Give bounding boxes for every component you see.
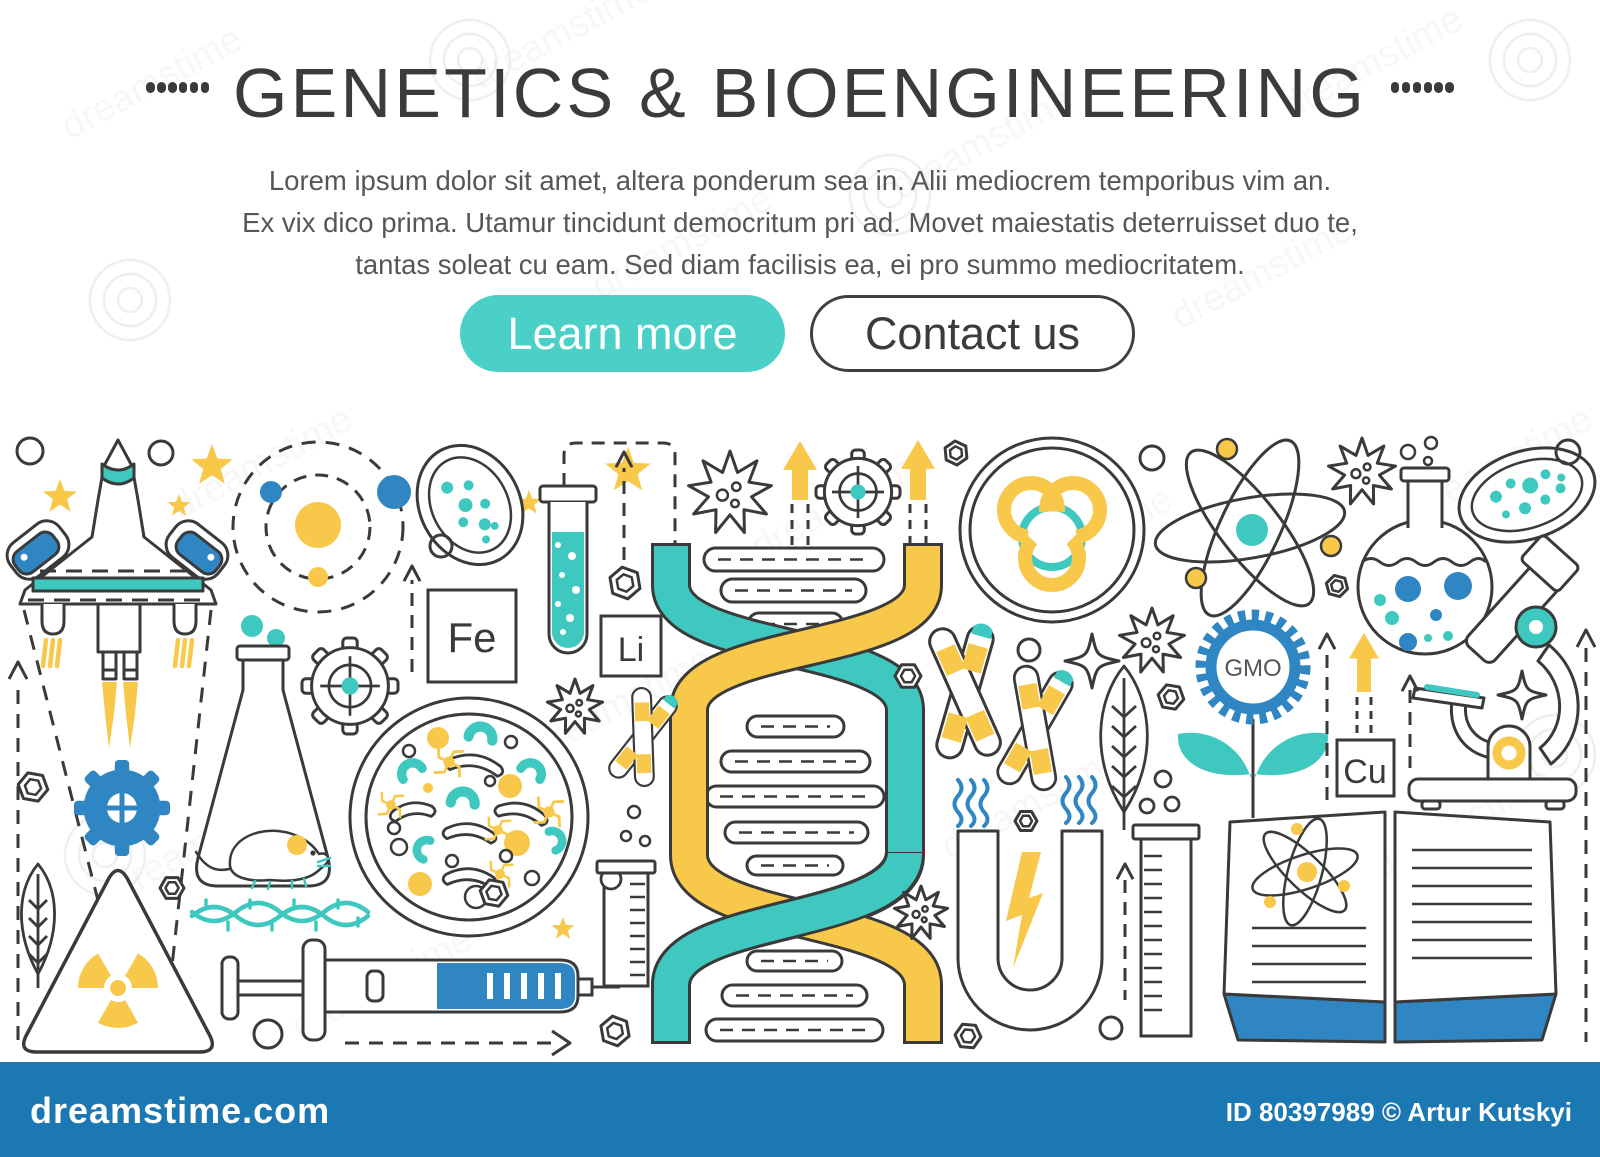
- svg-text:GMO: GMO: [1224, 655, 1281, 682]
- svg-text:Cu: Cu: [1343, 753, 1386, 791]
- svg-text:Fe: Fe: [447, 614, 496, 661]
- svg-text:Li: Li: [618, 631, 644, 669]
